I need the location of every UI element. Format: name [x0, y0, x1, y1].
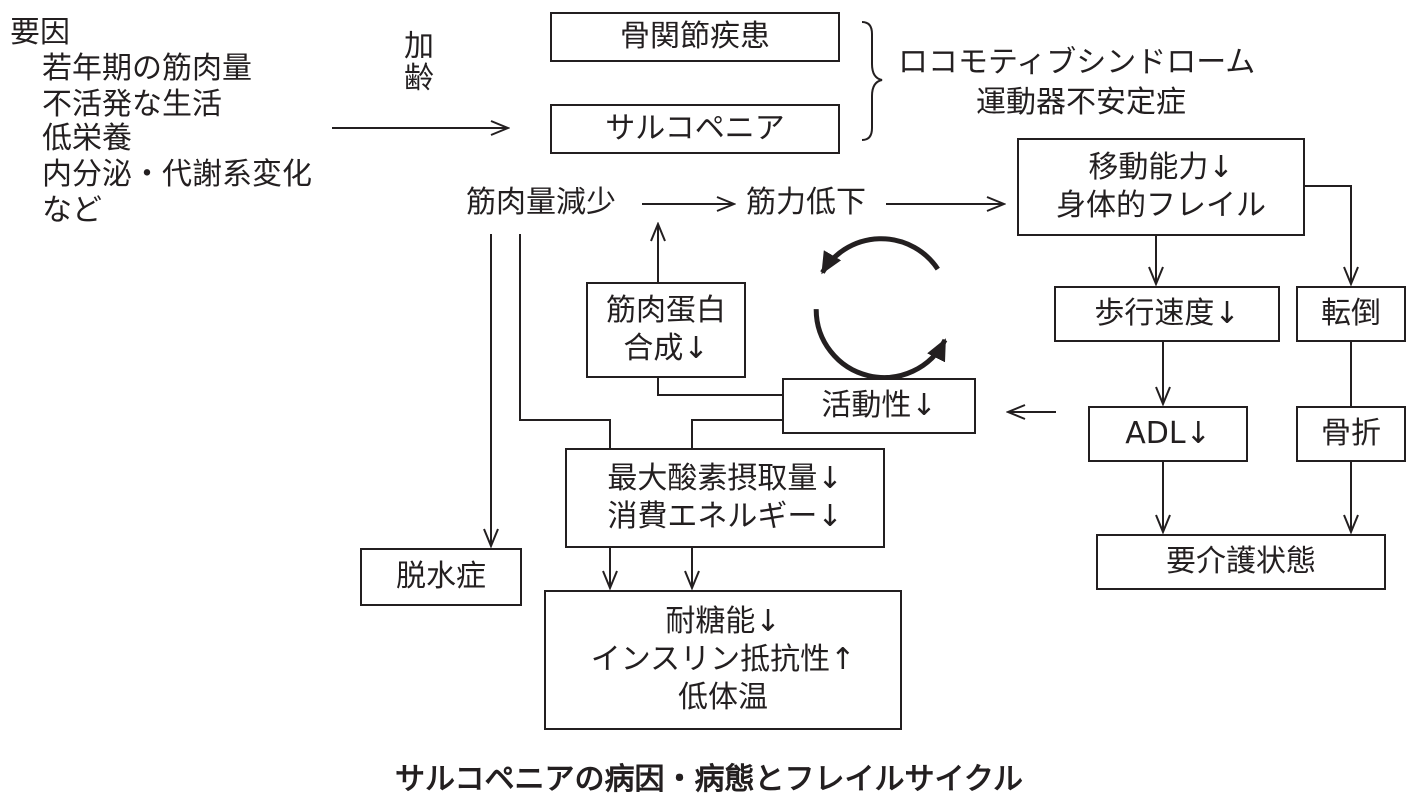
gait-box: 歩行速度↓ — [1054, 286, 1280, 342]
cycle-arc-right — [813, 309, 948, 381]
line-activity-to-vo2 — [691, 419, 784, 448]
mobility-label: 移動能力↓ — [1088, 150, 1234, 185]
vo2-box: 最大酸素摂取量↓ 消費エネルギー↓ — [565, 448, 885, 548]
fall-label: 転倒 — [1321, 296, 1381, 331]
factor-item: 若年期の筋肉量 — [42, 51, 252, 86]
glucose-tolerance-label: 耐糖能↓ — [665, 604, 781, 639]
vo2-label: 最大酸素摂取量↓ — [607, 461, 843, 496]
aging-label-2: 齢 — [404, 61, 434, 96]
activity-label: 活動性↓ — [821, 388, 937, 423]
fracture-box: 骨折 — [1296, 406, 1406, 462]
tolerance-box: 耐糖能↓ インスリン抵抗性↑ 低体温 — [544, 590, 902, 730]
cycle-arc-left — [820, 236, 940, 275]
strength-loss-label: 筋力低下 — [746, 185, 866, 220]
activity-box: 活動性↓ — [782, 378, 976, 434]
line-activity-to-protein — [657, 378, 784, 396]
adl-box: ADL↓ — [1088, 406, 1248, 462]
dehydration-label: 脱水症 — [396, 559, 486, 594]
line-muscle-to-vo2 — [519, 234, 611, 448]
fall-box: 転倒 — [1296, 286, 1406, 342]
joint-disease-label: 骨関節疾患 — [620, 19, 770, 54]
brace — [861, 21, 883, 141]
figure-caption: サルコペニアの病因・病態とフレイルサイクル — [395, 762, 1023, 797]
joint-disease-box: 骨関節疾患 — [550, 12, 840, 62]
factor-item: など — [42, 193, 102, 228]
locomotive-sublabel: 運動器不安定症 — [976, 85, 1186, 120]
frailty-label: 身体的フレイル — [1056, 188, 1266, 223]
adl-label: ADL↓ — [1125, 416, 1211, 451]
muscle-loss-label: 筋肉量減少 — [466, 185, 616, 220]
insulin-resistance-label: インスリン抵抗性↑ — [590, 642, 856, 677]
locomotive-label: ロコモティブシンドローム — [898, 45, 1256, 80]
factor-item: 内分泌・代謝系変化 — [42, 157, 312, 192]
sarcopenia-label: サルコペニア — [605, 111, 785, 146]
aging-label-1: 加 — [404, 29, 434, 64]
factors-heading: 要因 — [10, 15, 70, 50]
factor-item: 不活発な生活 — [42, 87, 222, 122]
energy-label: 消費エネルギー↓ — [607, 499, 843, 534]
protein-synthesis-box: 筋肉蛋白 合成↓ — [586, 282, 746, 378]
protein-label: 筋肉蛋白 — [606, 293, 726, 328]
factor-item: 低栄養 — [42, 121, 132, 156]
synthesis-label: 合成↓ — [623, 331, 709, 366]
arrow-mobility-to-fall — [1304, 185, 1351, 284]
fracture-label: 骨折 — [1321, 416, 1381, 451]
gait-label: 歩行速度↓ — [1094, 296, 1240, 331]
care-box: 要介護状態 — [1096, 534, 1386, 590]
sarcopenia-box: サルコペニア — [550, 104, 840, 154]
dehydration-box: 脱水症 — [360, 548, 522, 606]
care-label: 要介護状態 — [1166, 544, 1316, 579]
mobility-box: 移動能力↓ 身体的フレイル — [1017, 138, 1305, 236]
hypothermia-label: 低体温 — [678, 680, 768, 715]
